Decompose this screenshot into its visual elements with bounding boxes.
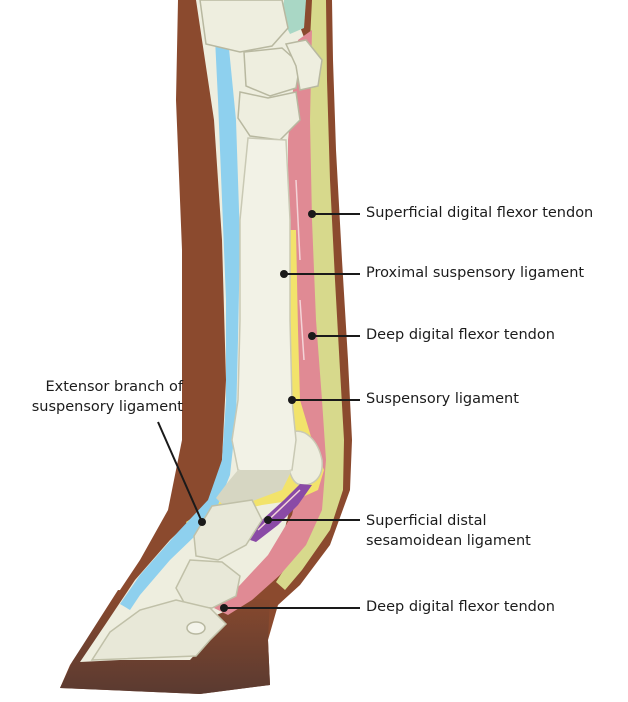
dot-proximal-suspensory (280, 270, 288, 278)
dot-superficial-flexor (308, 210, 316, 218)
label-suspensory-ligament: Suspensory ligament (366, 390, 519, 409)
label-superficial-distal-sesamoidean-ligament-line1: Superficial distal (366, 512, 487, 531)
label-extensor-branch-line1: Extensor branch of (0, 378, 183, 397)
dot-deep-flexor-upper (308, 332, 316, 340)
label-deep-digital-flexor-tendon-upper: Deep digital flexor tendon (366, 326, 555, 345)
dot-deep-flexor-lower (220, 604, 228, 612)
label-extensor-branch-line2: suspensory ligament (0, 398, 183, 417)
label-superficial-digital-flexor-tendon: Superficial digital flexor tendon (366, 204, 593, 223)
label-proximal-suspensory-ligament: Proximal suspensory ligament (366, 264, 584, 283)
label-superficial-distal-sesamoidean-ligament-line2: sesamoidean ligament (366, 532, 531, 551)
label-deep-digital-flexor-tendon-lower: Deep digital flexor tendon (366, 598, 555, 617)
dot-suspensory (288, 396, 296, 404)
dot-extensor-branch (198, 518, 206, 526)
navicular-bone (187, 622, 205, 634)
dot-sesamoidean (264, 516, 272, 524)
